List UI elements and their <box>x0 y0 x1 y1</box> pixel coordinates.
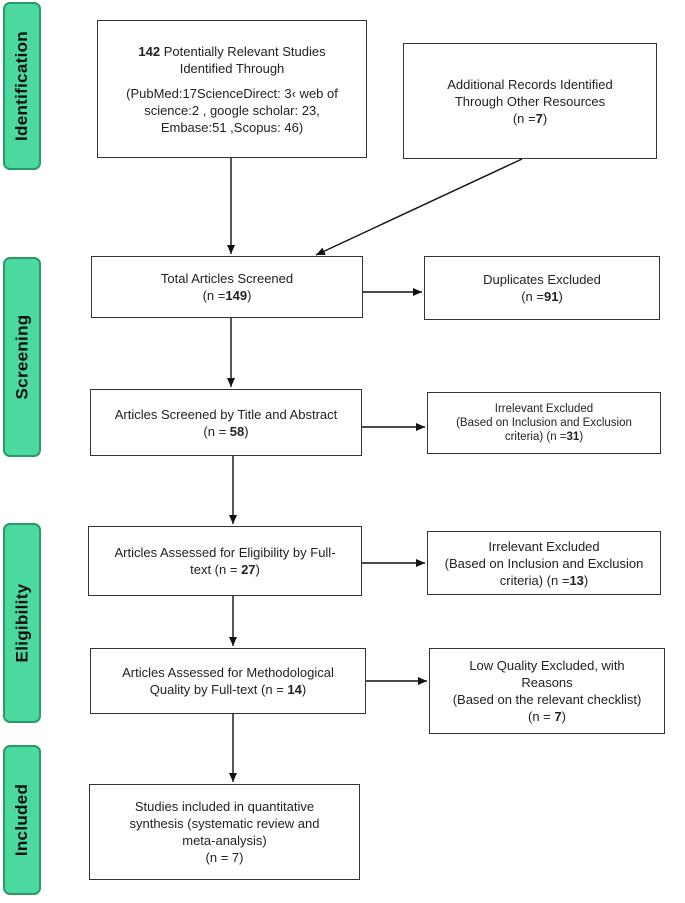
title-abstract-count: 58 <box>229 423 245 439</box>
identified-count: 142 <box>138 43 161 59</box>
box-eligibility-assessed: Articles Assessed for Eligibility by Ful… <box>88 526 362 596</box>
title-abstract-line2-suffix: ) <box>244 423 249 439</box>
title-abstract-line2: (n = 58) <box>97 423 355 440</box>
box-title-abstract: Articles Screened by Title and Abstract … <box>90 389 362 456</box>
duplicates-line1: Duplicates Excluded <box>483 272 601 287</box>
eligibility-line2-prefix: text (n = <box>190 562 242 577</box>
arrow-additional-to-screened <box>315 158 523 256</box>
duplicates-line2-suffix: ) <box>558 289 563 304</box>
included-line2: synthesis (systematic review and <box>129 816 320 831</box>
irrelevant2-line1: Irrelevant Excluded <box>488 538 600 554</box>
low-quality-line1: Low Quality Excluded, with <box>469 658 625 673</box>
irrelevant1-line3-suffix: ) <box>579 431 584 443</box>
methodological-line1: Articles Assessed for Methodological <box>122 665 334 680</box>
identified-line3: (PubMed:17ScienceDirect: 3‹ web of <box>126 85 338 101</box>
duplicates-line2: (n =91) <box>431 288 653 305</box>
low-quality-line4-suffix: ) <box>561 709 566 724</box>
screened-line1: Total Articles Screened <box>160 271 294 286</box>
box-low-quality-excluded: Low Quality Excluded, with Reasons (Base… <box>429 648 665 734</box>
methodological-line2-prefix: Quality by Full-text (n = <box>149 682 288 697</box>
irrelevant1-line1: Irrelevant Excluded <box>494 403 594 415</box>
screened-count: 149 <box>225 288 248 303</box>
title-abstract-line2-prefix: (n = <box>203 423 230 439</box>
box-methodological-quality: Articles Assessed for Methodological Qua… <box>90 648 366 714</box>
screened-line2-prefix: (n = <box>202 288 226 303</box>
box-irrelevant-excluded-1: Irrelevant Excluded (Based on Inclusion … <box>427 392 661 454</box>
duplicates-count: 91 <box>543 289 559 304</box>
additional-line2: Through Other Resources <box>454 93 606 109</box>
box-irrelevant-excluded-2: Irrelevant Excluded (Based on Inclusion … <box>427 531 661 595</box>
identified-line1: 142 Potentially Relevant Studies <box>104 43 360 60</box>
identified-line2: Identified Through <box>179 60 285 76</box>
box-identified-records: 142 Potentially Relevant Studies Identif… <box>97 20 367 158</box>
low-quality-line3: (Based on the relevant checklist) <box>452 692 642 707</box>
irrelevant2-line3-suffix: ) <box>583 572 589 588</box>
box-additional-records: Additional Records Identified Through Ot… <box>403 43 657 159</box>
methodological-count: 14 <box>287 682 302 697</box>
screened-line2: (n =149) <box>98 287 356 304</box>
additional-line3-suffix: ) <box>542 110 548 126</box>
screened-line2-suffix: ) <box>247 288 252 303</box>
irrelevant2-count: 13 <box>569 572 584 588</box>
included-line3: meta-analysis) <box>182 833 267 848</box>
low-quality-count: 7 <box>554 709 562 724</box>
eligibility-line2: text (n = 27) <box>95 561 355 578</box>
additional-count: 7 <box>535 110 543 126</box>
stage-screening: Screening <box>3 257 41 457</box>
methodological-line2: Quality by Full-text (n = 14) <box>97 681 359 698</box>
stage-eligibility: Eligibility <box>3 523 41 723</box>
identified-line1-text: Potentially Relevant Studies <box>160 43 326 59</box>
duplicates-line2-prefix: (n = <box>521 289 544 304</box>
irrelevant1-line2: (Based on Inclusion and Exclusion <box>456 417 632 429</box>
additional-line3: (n =7) <box>410 110 650 127</box>
included-line4: (n = 7) <box>205 850 244 865</box>
irrelevant1-line3: criteria) (n =31) <box>434 430 654 444</box>
title-abstract-line1: Articles Screened by Title and Abstract <box>114 406 338 422</box>
eligibility-line1: Articles Assessed for Eligibility by Ful… <box>114 545 336 560</box>
box-total-screened: Total Articles Screened (n =149) <box>91 256 363 318</box>
stage-included: Included <box>3 745 41 895</box>
methodological-line2-suffix: ) <box>301 682 307 697</box>
additional-line1: Additional Records Identified <box>447 76 613 92</box>
box-duplicates-excluded: Duplicates Excluded (n =91) <box>424 256 660 320</box>
stage-identification: Identification <box>3 2 41 170</box>
identified-line5: Embase:51 ,Scopus: 46) <box>160 119 304 135</box>
irrelevant1-line3-prefix: criteria) (n = <box>504 431 567 443</box>
box-studies-included: Studies included in quantitative synthes… <box>89 784 360 880</box>
low-quality-line4: (n = 7) <box>436 708 658 725</box>
low-quality-line4-prefix: (n = <box>528 709 555 724</box>
low-quality-line2: Reasons <box>521 675 573 690</box>
additional-line3-prefix: (n = <box>512 110 536 126</box>
eligibility-line2-suffix: ) <box>255 562 260 577</box>
irrelevant2-line3-prefix: criteria) (n = <box>499 572 570 588</box>
irrelevant2-line2: (Based on Inclusion and Exclusion <box>444 555 644 571</box>
eligibility-count: 27 <box>241 562 256 577</box>
identified-line4: science:2 , google scholar: 23, <box>144 102 320 118</box>
included-line1: Studies included in quantitative <box>134 799 315 814</box>
irrelevant2-line3: criteria) (n =13) <box>434 572 654 589</box>
irrelevant1-count: 31 <box>566 431 580 443</box>
